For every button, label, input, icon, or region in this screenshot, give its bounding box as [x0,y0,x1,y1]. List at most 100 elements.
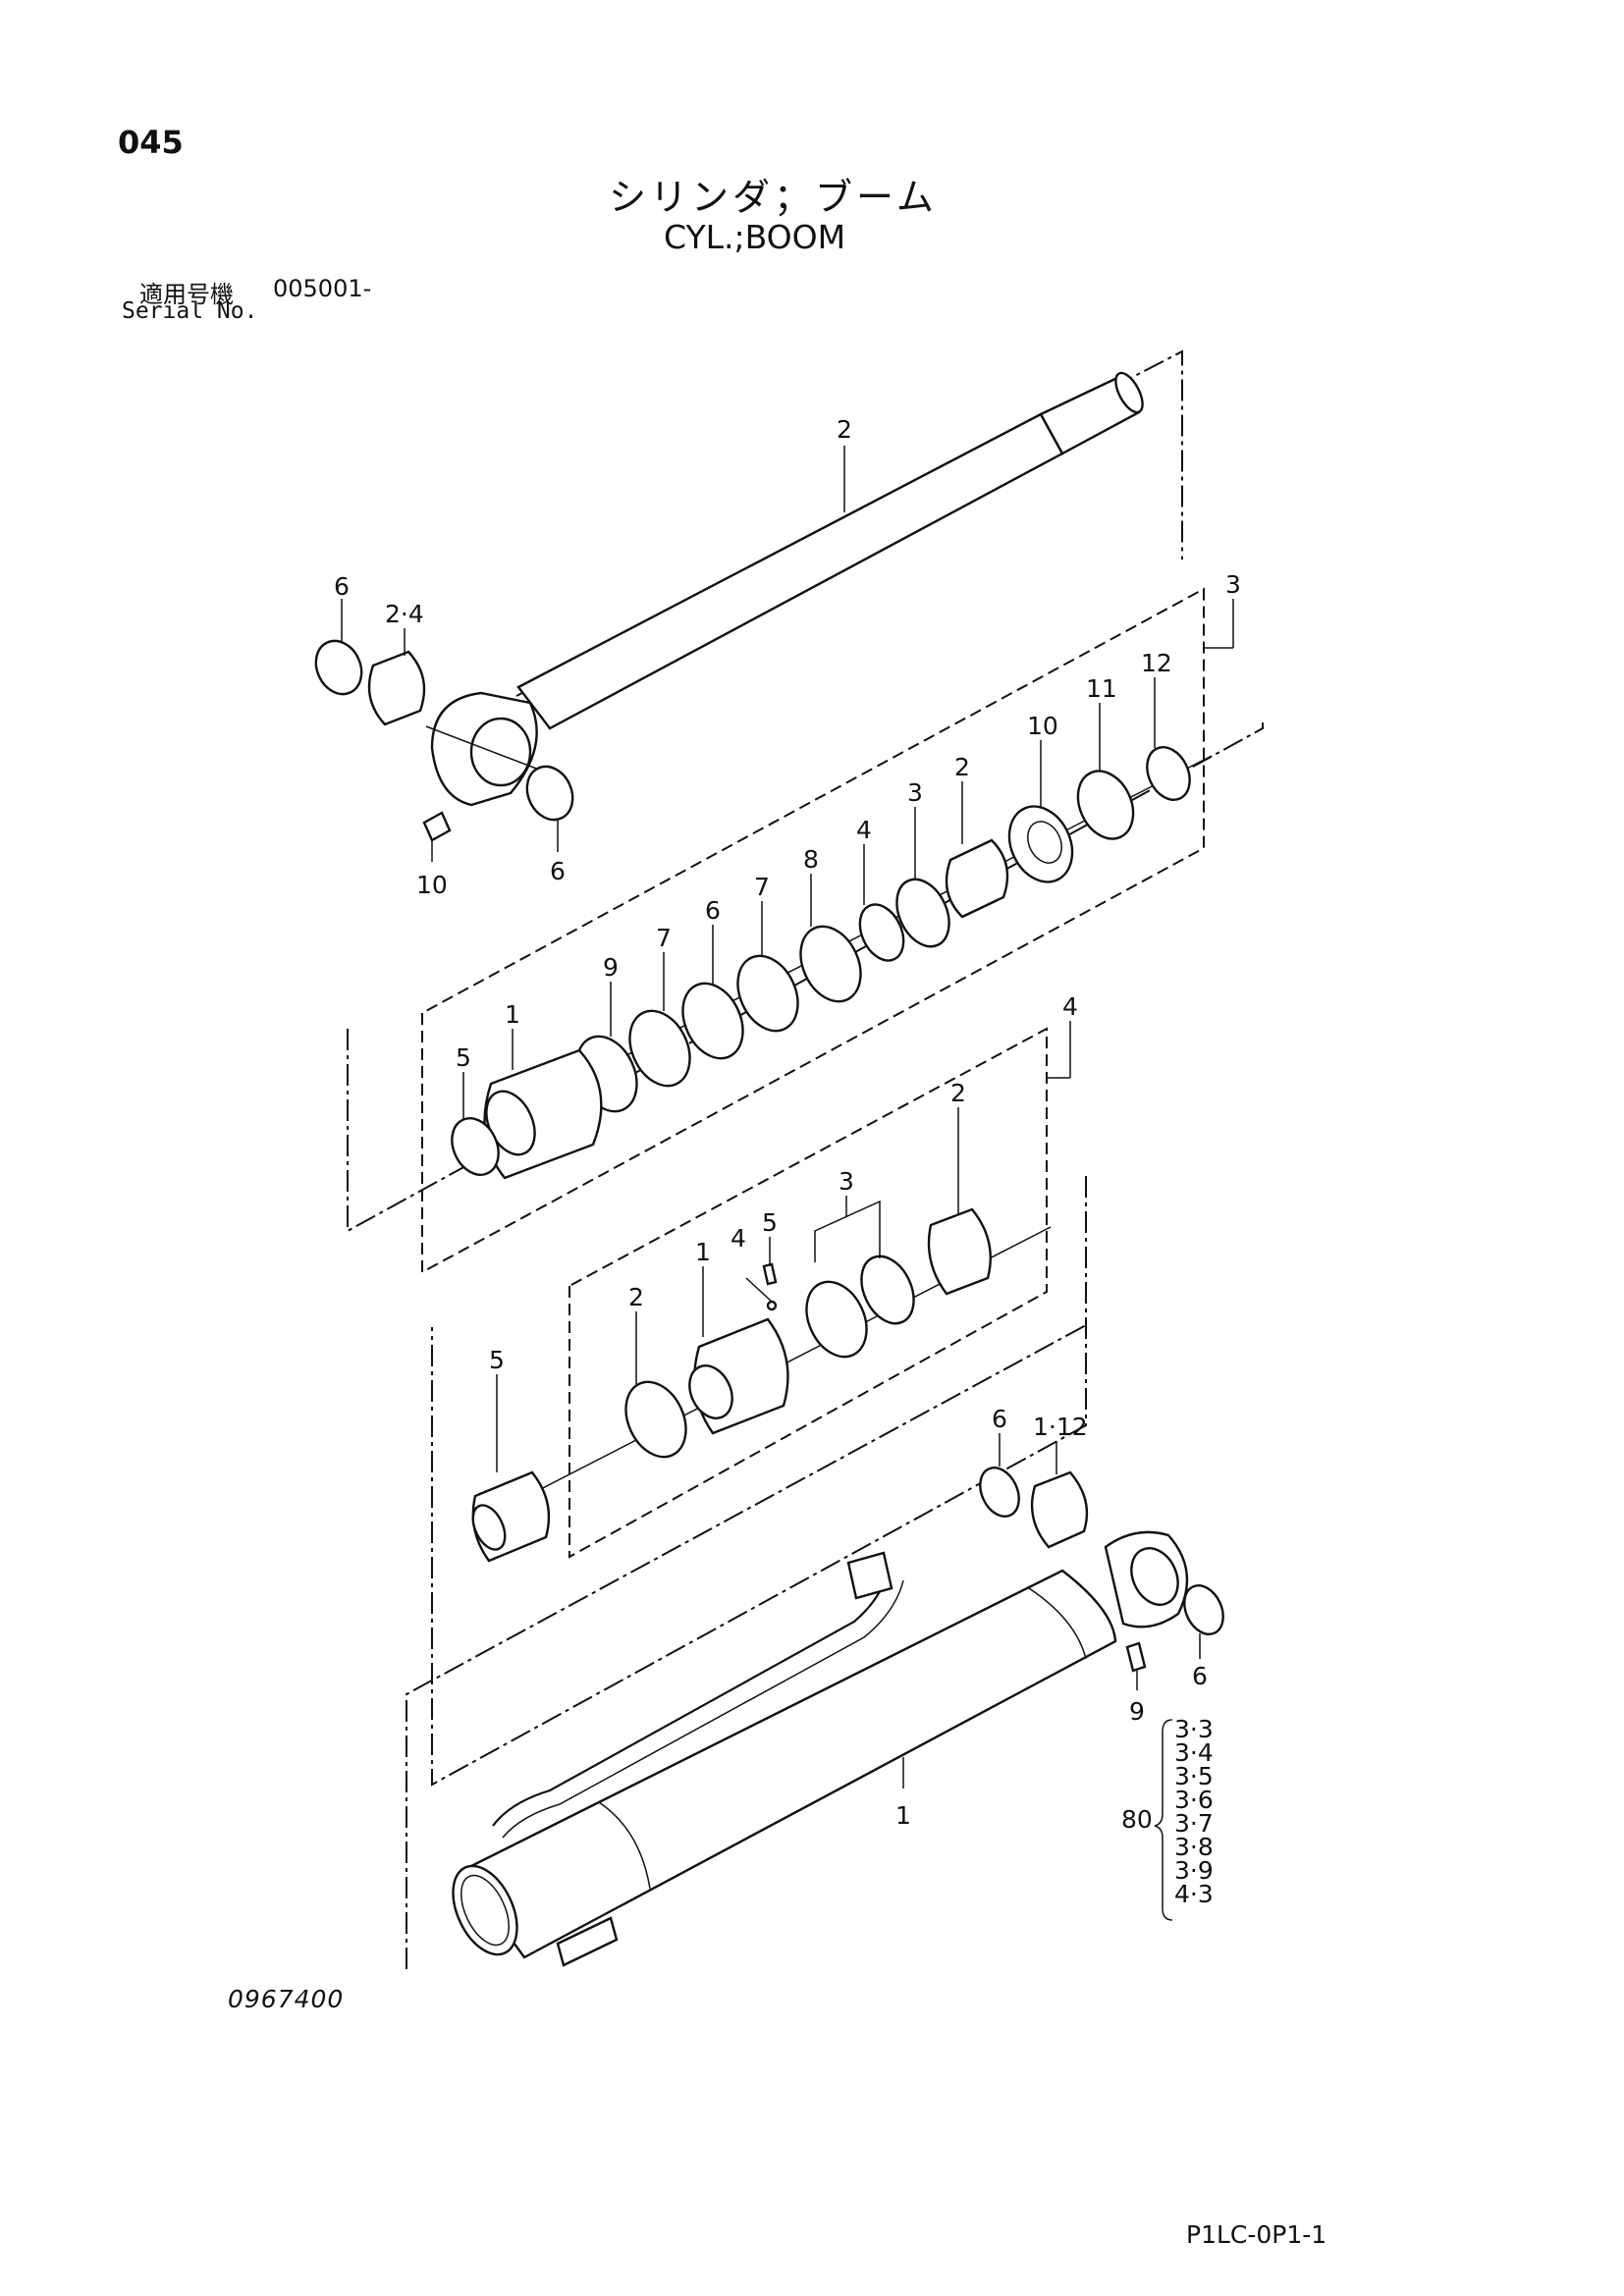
callout-rod-ring: 6 [334,572,350,601]
tube-head-band [598,1801,651,1890]
seal-kit-item: 3·4 [1174,1738,1214,1767]
piston-part-5a [762,1262,778,1286]
seal-kit-item: 3·6 [1174,1786,1214,1814]
rod-body [516,412,1064,730]
head-part-7b [628,1009,691,1088]
callout-head-4: 4 [856,816,872,844]
piston-kit-dashed-box [568,1027,1048,1559]
callout-head-10: 10 [1027,712,1058,740]
tube-assembly: 6 1·12 6 9 1 [406,1324,1224,1969]
callout-head-9: 9 [603,953,619,982]
head-part-6 [681,982,744,1060]
callout-tube-ring-right: 6 [1192,1662,1208,1690]
seal-kit-item: 3·8 [1174,1833,1214,1861]
head-part-10-inner [1027,821,1062,864]
callout-piston-5a: 5 [762,1208,778,1237]
callout-piston-2b: 2 [628,1283,644,1311]
callout-head-11: 11 [1086,674,1117,703]
callout-rod-ring-lower: 6 [550,857,566,885]
head-part-11 [1076,770,1135,840]
piston-part-5b-end [471,1504,507,1551]
rod-eye-hole [469,717,532,787]
callout-tube-bushing: 1·12 [1033,1413,1088,1441]
seal-kit-item: 3·9 [1174,1856,1214,1885]
serial-number: 005001- [273,275,372,302]
callout-head-3: 3 [907,778,923,807]
piston-part-2b [624,1380,687,1459]
piston-kit: 4 2 3 5 4 1 2 5 [431,992,1087,1787]
piston-part-3-ring-b [805,1280,868,1359]
page-code: P1LC-0P1-1 [1186,2220,1327,2249]
piston-kit-chain-bracket [431,1176,1087,1787]
tube-chain-bracket [406,1324,1087,1969]
seal-kit-list: 80 3·3 3·4 3·5 3·6 3·7 3·8 3·9 4·3 [1121,1715,1214,1921]
callout-head-7b: 7 [656,924,672,952]
leader-piston-4 [745,1277,773,1303]
head-part-5 [451,1117,500,1176]
tube-pipe-flange [846,1551,893,1600]
head-part-4 [858,903,905,962]
callout-head-2: 2 [954,753,970,781]
callout-head-5: 5 [456,1043,471,1072]
piston-part-4 [766,1300,778,1311]
callout-tube: 1 [895,1801,911,1830]
head-part-3 [895,878,950,948]
seal-kit-brace [1154,1719,1173,1921]
serial-label-japanese: 適用号機 [139,281,234,308]
rod-grease-fitting-part [422,811,452,842]
head-part-8 [799,925,862,1003]
head-kit: 3 12 11 10 2 3 4 8 7 6 7 [347,570,1264,1274]
tube-body [460,1569,1117,1959]
head-part-10 [1007,805,1074,883]
callout-rod: 2 [837,415,852,444]
seal-kit-item: 3·5 [1174,1762,1214,1790]
callout-head-7a: 7 [754,873,770,901]
rod-ring-left-part [314,639,363,696]
title-english: CYL.;BOOM [664,218,846,256]
rod-ring-right-part [525,765,574,822]
head-part-12 [1146,746,1191,801]
callout-piston-3: 3 [839,1167,854,1196]
tube-open-end [452,1864,518,1956]
callout-head-12: 12 [1141,649,1172,677]
callout-tube-grease-fitting: 9 [1129,1697,1145,1726]
page-number: 045 [118,124,184,161]
drawing-number: 0967400 [228,1985,345,2013]
head-kit-chain-bracket [347,722,1264,1233]
rod-assembly: 2 6 2·4 6 10 [314,349,1183,899]
serial-label-english: Serial No. [122,298,258,324]
callout-piston-2a: 2 [950,1079,966,1107]
callout-rod-grease-fitting: 10 [416,871,448,899]
tube-open-end-thread [460,1874,510,1947]
callout-piston-kit: 4 [1062,992,1078,1021]
tube-pipe-inner [502,1579,904,1839]
callout-head-1: 1 [505,1000,520,1029]
tube-bushing-part [1030,1470,1089,1549]
leader-piston-3 [814,1196,881,1262]
rod-bushing-part [367,650,426,726]
callout-head-8: 8 [803,845,819,874]
callout-piston-1: 1 [695,1238,711,1266]
tube-ring-part [979,1467,1020,1518]
callout-head-kit: 3 [1225,570,1241,599]
rod-thread-end [1114,371,1144,414]
head-kit-dashed-box [421,587,1205,1274]
seal-kit-item: 3·3 [1174,1715,1214,1743]
tube-foot [556,1916,619,1967]
head-part-2 [945,838,1009,919]
title-japanese: シリンダ；ブーム [609,176,938,219]
piston-part-3-ring-a [860,1255,915,1325]
callout-rod-bushing: 2·4 [385,600,424,628]
head-part-7a [736,954,799,1033]
tube-band-right [1028,1587,1087,1660]
seal-kit-item: 3·7 [1174,1809,1214,1838]
callout-tube-ring: 6 [992,1405,1007,1433]
tube-clevis-hole [1130,1547,1179,1606]
seal-kit-item: 4·3 [1174,1880,1214,1908]
tube-ring-right-part [1183,1584,1224,1635]
piston-part-2a [927,1207,992,1296]
callout-head-6: 6 [705,896,721,925]
seal-kit-label: 80 [1121,1805,1153,1834]
piston-part-1-bore [688,1364,733,1419]
